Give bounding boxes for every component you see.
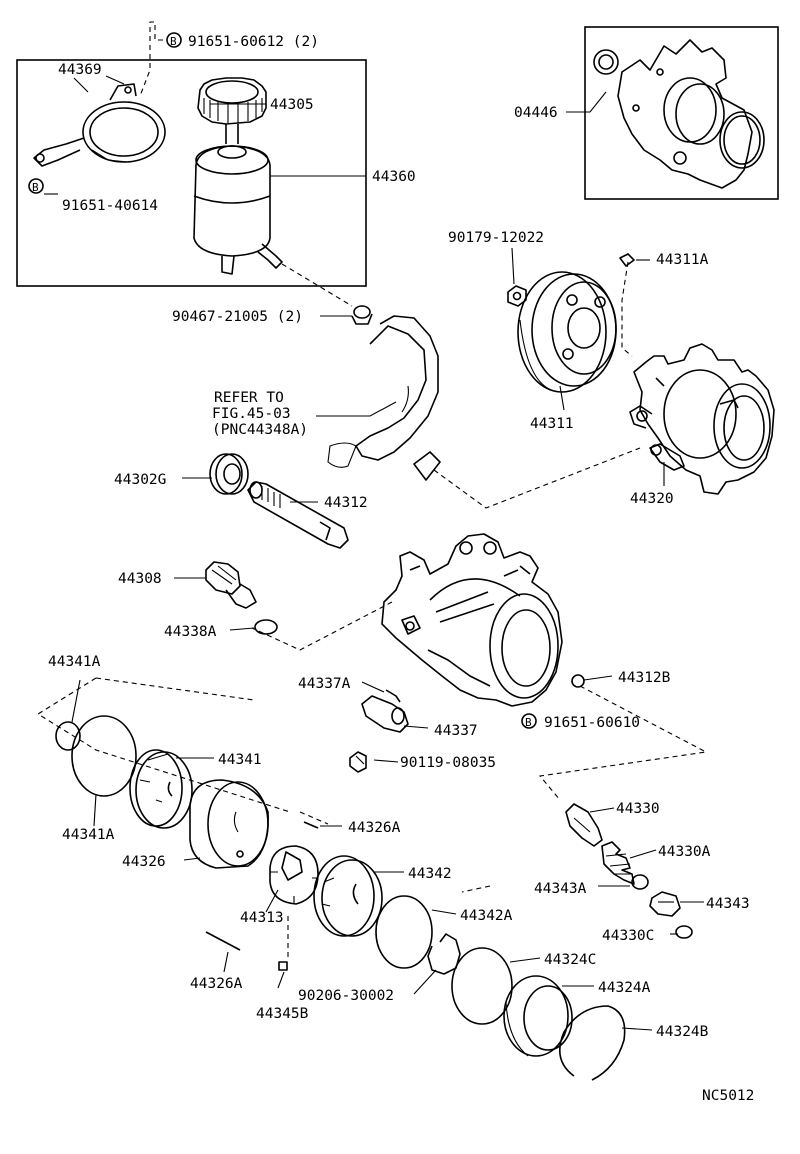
pin-44337A xyxy=(385,689,401,703)
callout-44341A-top: 44341A xyxy=(48,654,101,670)
snap-ring-44330C xyxy=(675,925,693,939)
callout-refer-fig: FIG.45-03 xyxy=(212,406,291,422)
callout-44343A: 44343A xyxy=(534,881,587,897)
callout-44312B: 44312B xyxy=(618,670,671,686)
dashed-leader-seal-group xyxy=(251,601,393,651)
callout-44308: 44308 xyxy=(118,571,162,587)
reservoir-bracket-44369 xyxy=(33,83,166,167)
bolt-marker-60610: B xyxy=(521,713,537,729)
key-44311A xyxy=(619,253,635,267)
callout-44341: 44341 xyxy=(218,752,262,768)
callout-44342: 44342 xyxy=(408,866,452,882)
dashed-leader-pulley xyxy=(433,447,641,509)
callout-44312: 44312 xyxy=(324,495,368,511)
spring-44330A xyxy=(601,841,635,885)
hose-clamp-90467 xyxy=(351,305,373,325)
dashed-leader-flow-valve xyxy=(461,685,708,893)
callout-90119-08035: 90119-08035 xyxy=(400,755,496,771)
dashed-leader-lower-assembly xyxy=(36,677,291,813)
cam-ring-44326 xyxy=(189,779,269,869)
callout-refer-pnc: (PNC44348A) xyxy=(212,422,308,438)
dashed-leader-hose-clamp xyxy=(281,263,353,307)
side-plate-44341 xyxy=(129,749,193,829)
dashed-leader-pulley-nut xyxy=(621,261,633,357)
bolt-90119 xyxy=(349,751,367,773)
o-ring-44324C xyxy=(451,947,513,1025)
side-plate-44342 xyxy=(313,855,383,937)
snap-ring-44324B xyxy=(558,1005,626,1081)
callout-44324A: 44324A xyxy=(598,980,651,996)
callout-44337: 44337 xyxy=(434,723,478,739)
callout-44324B: 44324B xyxy=(656,1024,709,1040)
callout-44326: 44326 xyxy=(122,854,166,870)
callout-44305: 44305 xyxy=(270,97,314,113)
o-ring-44338A xyxy=(254,619,278,635)
o-ring-44341A-large xyxy=(71,715,137,797)
rotor-44313 xyxy=(269,845,319,905)
bolt-marker-40614: B xyxy=(28,178,44,194)
bolt-marker-letter: B xyxy=(32,181,39,194)
callout-44330A: 44330A xyxy=(658,844,711,860)
pulley-nut-90179 xyxy=(507,285,527,307)
drawing-code: NC5012 xyxy=(702,1088,754,1104)
bearing-44302G xyxy=(209,453,249,495)
o-ring-44341A-small xyxy=(55,721,81,751)
o-ring-44312B xyxy=(571,674,585,688)
callout-44337A: 44337A xyxy=(298,676,351,692)
callout-44313: 44313 xyxy=(240,910,284,926)
callout-44341A-bottom: 44341A xyxy=(62,827,115,843)
callout-44345B: 44345B xyxy=(256,1006,309,1022)
callout-44324C: 44324C xyxy=(544,952,596,968)
bolt-marker-letter: B xyxy=(170,35,177,48)
pin-44326A-left xyxy=(205,931,241,951)
pulley-44311 xyxy=(517,271,617,393)
reservoir-assembly-frame xyxy=(16,59,367,287)
callout-44330: 44330 xyxy=(616,801,660,817)
valve-44330 xyxy=(565,803,603,847)
callout-44311A: 44311A xyxy=(656,252,709,268)
callout-90467-21005: 90467-21005 (2) xyxy=(172,309,303,325)
callout-44320: 44320 xyxy=(630,491,674,507)
callout-refer-to: REFER TO xyxy=(214,390,284,406)
callout-91651-40614: 91651-40614 xyxy=(62,198,158,214)
leader-lines xyxy=(44,75,704,1031)
callout-91651-60612: 91651-60612 (2) xyxy=(188,34,319,50)
shaft-44312 xyxy=(247,481,349,549)
connector-44337 xyxy=(361,695,409,733)
block-44345B xyxy=(278,961,288,971)
gasket-kit-04446 xyxy=(593,39,765,189)
callout-44360: 44360 xyxy=(372,169,416,185)
pin-44326A-right xyxy=(303,821,319,829)
reservoir-tank xyxy=(193,77,283,275)
callout-44338A: 44338A xyxy=(164,624,217,640)
callout-44343: 44343 xyxy=(706,896,750,912)
bolt-marker-letter: B xyxy=(525,716,532,729)
return-hose xyxy=(327,315,441,481)
fitting-44308 xyxy=(205,561,257,609)
pump-cover-44320 xyxy=(629,343,775,495)
callout-44311: 44311 xyxy=(530,416,574,432)
callout-04446: 04446 xyxy=(514,105,558,121)
bolt-marker-60612: B xyxy=(166,32,182,48)
o-ring-44343A xyxy=(631,874,649,890)
pump-body xyxy=(381,533,563,707)
callout-44369: 44369 xyxy=(58,62,102,78)
callout-44330C: 44330C xyxy=(602,928,654,944)
callout-44342A: 44342A xyxy=(460,908,513,924)
callout-44326A-right: 44326A xyxy=(348,820,401,836)
dashed-leader-bolt-60612 xyxy=(139,21,172,97)
o-ring-44342A xyxy=(375,895,433,969)
callout-44302G: 44302G xyxy=(114,472,166,488)
plug-44343 xyxy=(649,891,681,917)
callout-91651-60610: 91651-60610 xyxy=(544,715,640,731)
callout-44326A-left: 44326A xyxy=(190,976,243,992)
seal-44324A xyxy=(503,975,573,1057)
gasket-kit-frame xyxy=(584,26,779,200)
callout-90206-30002: 90206-30002 xyxy=(298,988,394,1004)
callout-90179-12022: 90179-12022 xyxy=(448,230,544,246)
